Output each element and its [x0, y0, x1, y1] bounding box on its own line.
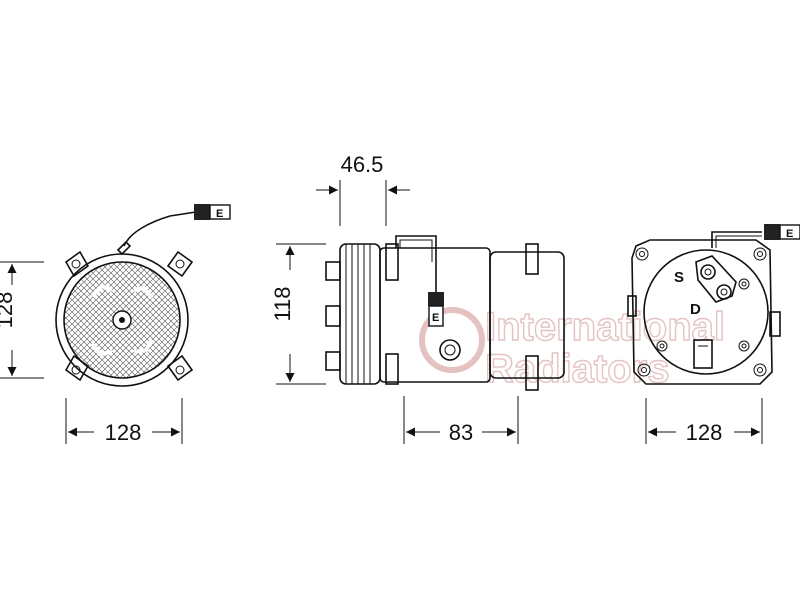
side-height-dimension: 118: [270, 286, 295, 321]
rear-port-block: [695, 255, 737, 303]
rear-view: S D E 128: [627, 224, 800, 445]
rear-relief-valve-icon: [693, 339, 713, 369]
side-pulley-dimension: 46.5: [341, 152, 384, 177]
side-mount-ear: [385, 243, 399, 281]
watermark: International Radiators: [419, 304, 726, 392]
front-connector-icon: E: [194, 204, 231, 220]
rear-pipe: [711, 231, 762, 248]
rear-mount-ear: [627, 295, 637, 317]
side-pipe: [395, 235, 437, 292]
rear-cover: [643, 249, 769, 375]
side-pulley: [325, 243, 381, 385]
front-clutch-segments: [90, 283, 154, 357]
side-rear-housing: [489, 251, 565, 379]
front-width-dimension: 128: [105, 420, 142, 445]
side-mount-ear: [385, 353, 399, 385]
side-valve-icon: [439, 339, 461, 361]
rear-housing: [631, 239, 773, 385]
watermark-line-1: International: [485, 305, 725, 349]
rear-connector-icon: E: [764, 224, 800, 240]
front-wire: [123, 211, 197, 247]
side-connector-icon: E: [428, 292, 444, 327]
side-view: E 46.5 118 83: [270, 152, 565, 445]
side-mount-ear: [525, 355, 539, 391]
watermark-logo-icon: [419, 307, 485, 373]
suction-port-label: S: [674, 269, 684, 286]
front-connector-label: E: [216, 208, 223, 220]
discharge-port-label: D: [690, 301, 701, 318]
rear-connector-label: E: [786, 228, 793, 240]
side-mount-dimension: 83: [449, 420, 473, 445]
front-height-dimension: 128: [0, 292, 17, 329]
rear-bolts: [635, 247, 767, 377]
front-view: E 128 128: [0, 204, 231, 445]
rear-mount-ear: [769, 311, 781, 337]
watermark-line-2: Radiators: [485, 347, 670, 391]
side-mount-ear: [525, 243, 539, 275]
side-connector-label: E: [432, 312, 439, 324]
rear-width-dimension: 128: [686, 420, 723, 445]
